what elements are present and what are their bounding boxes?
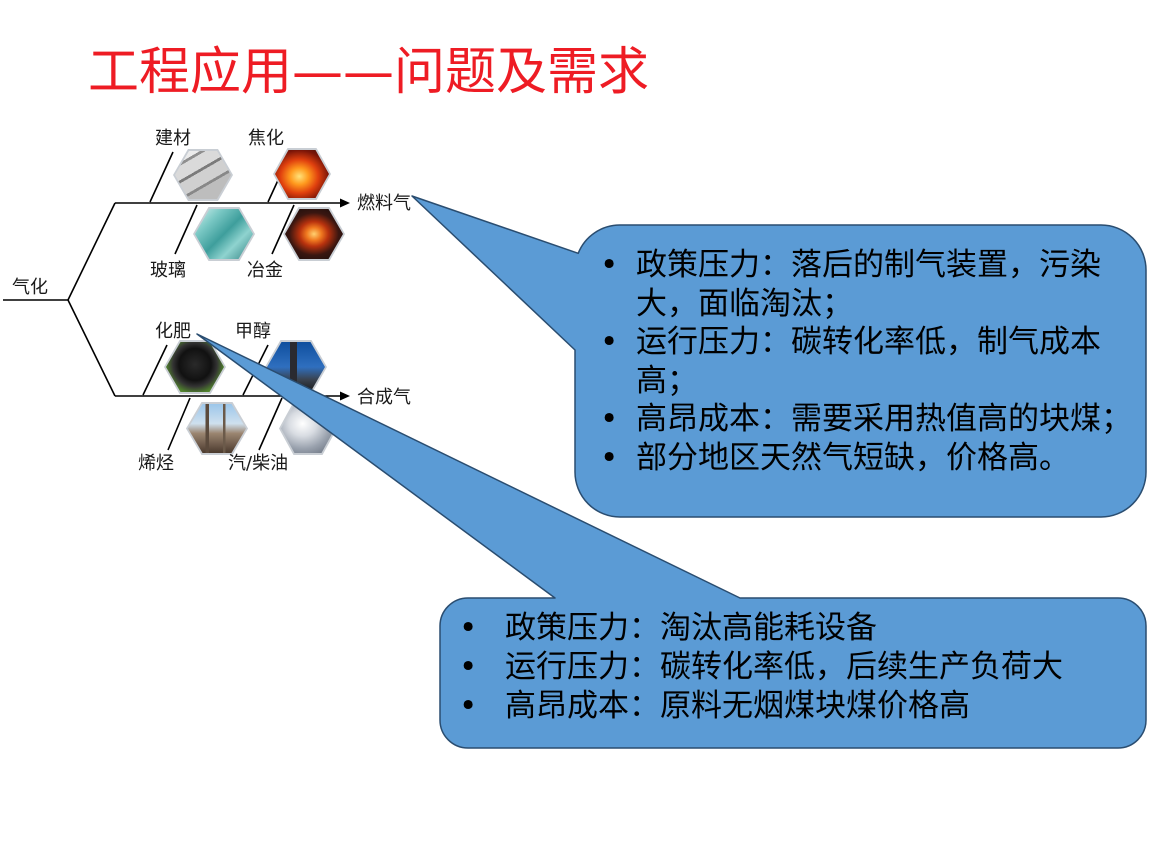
bullet-text: 部分地区天然气短缺，价格高。: [636, 439, 1070, 478]
fuel-gas-label: 燃料气: [357, 193, 411, 214]
olefins-image: [186, 402, 248, 455]
bullet-marker: •: [459, 610, 478, 646]
syngas-label: 合成气: [357, 387, 411, 408]
bullet-item: • 高昂成本：原料无烟煤块煤价格高: [459, 687, 1063, 726]
bullet-marker: •: [600, 439, 619, 476]
bullet-text-line: 高昂成本：原料无烟煤块煤价格高: [505, 688, 970, 724]
bullet-item: • 运行压力：碳转化率低，制气成本 高；: [600, 323, 1132, 400]
fuel-gas-arrowhead: [340, 198, 350, 208]
syngas-branch-diagonal: [67, 299, 116, 397]
tick-line-glass: [174, 204, 198, 255]
bullet-marker: •: [459, 649, 478, 685]
use-label-olefins: 烯烃: [138, 453, 174, 474]
use-label-fuel-oil: 汽/柴油: [228, 453, 289, 474]
bullet-text: 高昂成本：需要采用热值高的块煤；: [636, 400, 1132, 439]
bullet-text: 运行压力：碳转化率低，后续生产负荷大: [505, 648, 1063, 687]
use-label-building-materials: 建材: [155, 128, 191, 149]
coking-photo: [275, 150, 329, 198]
bullet-item: • 部分地区天然气短缺，价格高。: [600, 439, 1132, 478]
slide-title: 工程应用——问题及需求: [88, 43, 650, 102]
tick-line-olefins: [167, 397, 191, 451]
tick-line-metallurgy: [271, 204, 295, 255]
bullet-text-line: 高；: [636, 362, 698, 399]
bullet-text-line: 政策压力：淘汰高能耗设备: [505, 610, 877, 646]
use-label-coking: 焦化: [248, 128, 284, 149]
bullet-text: 高昂成本：原料无烟煤块煤价格高: [505, 687, 970, 726]
bullet-text: 运行压力：碳转化率低，制气成本 高；: [636, 323, 1101, 400]
fuel-gas-callout-shape: [411, 195, 1147, 518]
tick-line-fuel-oil: [258, 397, 283, 451]
bullet-marker: •: [600, 324, 619, 360]
fuel-gas-callout-text: • 政策压力：落后的制气装置，污染 大，面临淘汰； • 运行压力：碳转化率低，制…: [600, 246, 1132, 477]
use-label-fertilizer: 化肥: [155, 321, 191, 342]
syngas-callout-shape: [196, 333, 1147, 749]
fuel-gas-branch-diagonal: [67, 202, 116, 301]
bullet-text-line: 政策压力：落后的制气装置，污染: [636, 247, 1101, 283]
bullet-marker: •: [459, 688, 478, 724]
fertilizer-photo: [166, 342, 224, 392]
bullet-text-line: 大，面临淘汰；: [636, 285, 853, 322]
use-label-metallurgy: 冶金: [247, 260, 283, 281]
bullet-text: 政策压力：落后的制气装置，污染 大，面临淘汰；: [636, 246, 1101, 323]
glass-photo: [195, 209, 253, 259]
bullet-item: • 高昂成本：需要采用热值高的块煤；: [600, 400, 1132, 439]
tick-line-fertilizer: [142, 344, 168, 396]
tick-line-building-materials: [149, 151, 174, 203]
bullet-item: • 运行压力：碳转化率低，后续生产负荷大: [459, 648, 1063, 687]
bullet-item: • 政策压力：淘汰高能耗设备: [459, 609, 1063, 648]
bullet-text-line: 高昂成本：需要采用热值高的块煤；: [636, 401, 1132, 437]
use-label-methanol: 甲醇: [235, 321, 271, 342]
syngas-arrowhead: [340, 391, 350, 401]
bullet-text-line: 运行压力：碳转化率低，后续生产负荷大: [505, 649, 1063, 685]
bullet-item: • 政策压力：落后的制气装置，污染 大，面临淘汰；: [600, 246, 1132, 323]
bullet-text-line: 运行压力：碳转化率低，制气成本: [636, 324, 1101, 360]
root-label: 气化: [12, 277, 48, 298]
bullet-marker: •: [600, 401, 619, 437]
use-label-glass: 玻璃: [150, 260, 186, 281]
building-materials-image: [173, 149, 233, 201]
bullet-marker: •: [600, 247, 619, 283]
bullet-text: 政策压力：淘汰高能耗设备: [505, 609, 877, 648]
metallurgy-image: [283, 207, 345, 261]
bullet-text-line: 部分地区天然气短缺，价格高。: [636, 439, 1070, 476]
syngas-callout-text: • 政策压力：淘汰高能耗设备 • 运行压力：碳转化率低，后续生产负荷大 • 高昂…: [459, 609, 1063, 726]
